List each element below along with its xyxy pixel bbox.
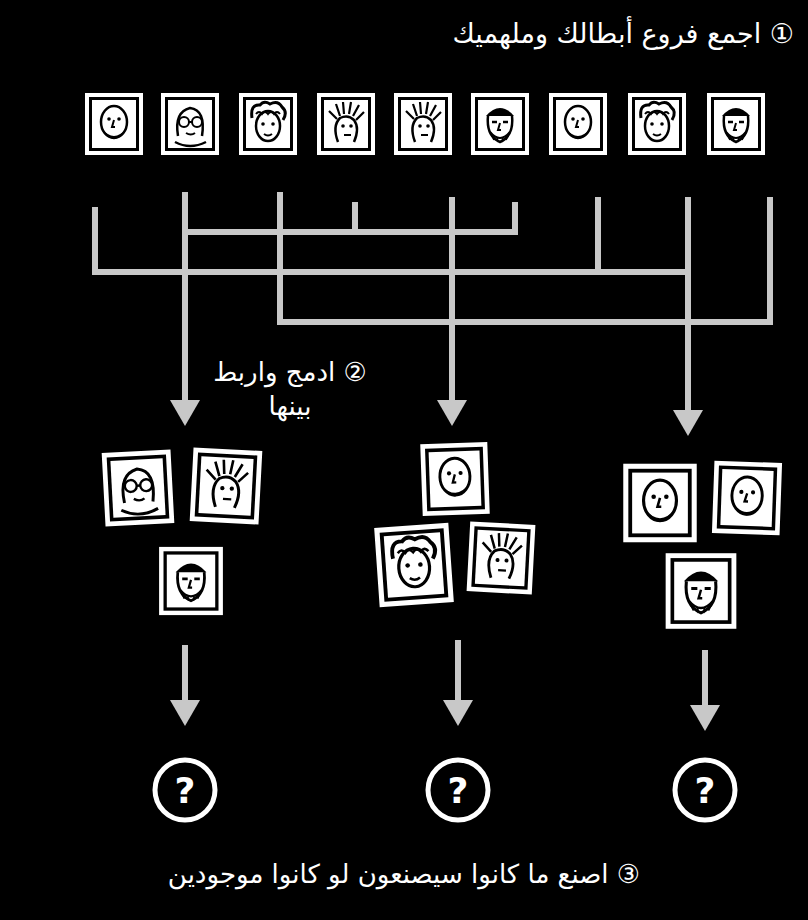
branch-lines [95, 195, 770, 412]
arrowheads [170, 400, 703, 436]
node-text: ? [152, 757, 218, 823]
arrowheads [170, 700, 720, 731]
result-arrows [185, 640, 705, 707]
node-text: ? [425, 757, 491, 823]
step-text: ③ اصنع ما كانوا سيصنعون لو كانوا موجودين [30, 858, 778, 892]
portrait-groups [104, 444, 779, 626]
question-circle: ? [672, 757, 738, 823]
node-text: ? [672, 757, 738, 823]
step-text: ② ادمج واربط بينها [212, 356, 368, 424]
question-circle: ? [425, 757, 491, 823]
portrait-row [87, 95, 763, 153]
step-text: ① اجمع فروع أبطالك وملهميك [300, 16, 794, 51]
question-circle: ? [152, 757, 218, 823]
